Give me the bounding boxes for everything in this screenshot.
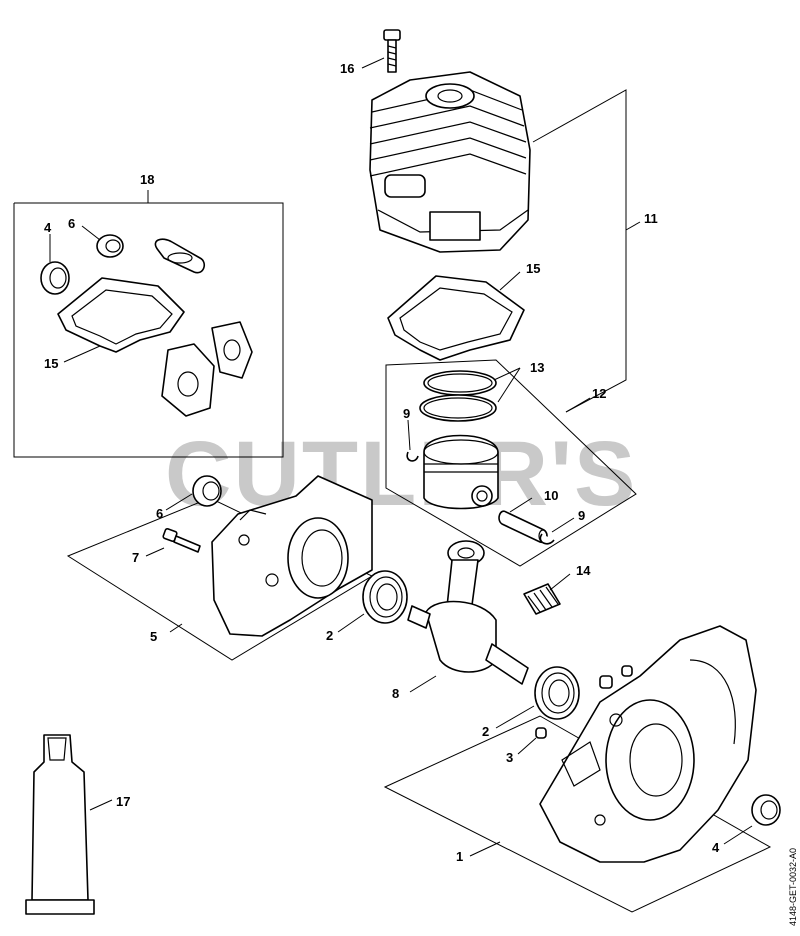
crankcase-screw[interactable] [162,528,201,553]
callout-15-cylinder[interactable]: 15 [526,261,540,276]
callout-16[interactable]: 16 [340,61,354,76]
dowel-sleeves-upper[interactable] [599,665,633,689]
callout-17[interactable]: 17 [116,794,130,809]
kit-muffler-gasket[interactable] [154,238,206,274]
callout-4-kit[interactable]: 4 [44,220,52,235]
piston-pin-circlip-upper[interactable] [406,451,419,462]
callout-7[interactable]: 7 [132,550,139,565]
callout-9-lower[interactable]: 9 [578,508,585,523]
ball-bearing-left[interactable] [362,570,408,624]
leader-lines [49,57,753,857]
callout-9-upper[interactable]: 9 [403,406,410,421]
piston-pin[interactable] [498,510,548,544]
needle-cage[interactable] [523,583,561,615]
piston-pin-circlip-lower[interactable] [539,533,555,545]
callout-10[interactable]: 10 [544,488,558,503]
callout-2-left[interactable]: 2 [326,628,333,643]
grease-tube[interactable] [25,734,95,915]
callout-6-kit[interactable]: 6 [68,216,75,231]
bracket-11 [532,89,641,413]
callout-13[interactable]: 13 [530,360,544,375]
oil-seal[interactable] [192,475,222,507]
callout-11[interactable]: 11 [644,211,658,226]
callout-8[interactable]: 8 [392,686,399,701]
kit-intake-gasket[interactable] [211,321,253,379]
kit-box-18 [13,190,284,458]
crankcase-half-left[interactable] [211,475,373,637]
piston-box-12 [385,359,637,567]
callout-4[interactable]: 4 [712,840,720,855]
cylinder-base-gasket[interactable] [387,275,525,361]
callout-5[interactable]: 5 [150,629,157,644]
piston-rings[interactable] [419,370,497,422]
drawing-code: 4148-GET-0032-A0 [788,848,798,926]
cylinder[interactable] [369,71,531,253]
cylinder-screw[interactable] [383,29,401,73]
callout-12[interactable]: 12 [592,386,606,401]
watermark: CUTLER'S [165,423,637,525]
kit-oil-seal[interactable] [40,261,70,295]
crankcase-half-right[interactable] [539,625,757,863]
callout-18[interactable]: 18 [140,172,154,187]
ball-bearing-right[interactable] [534,666,580,720]
callout-labels: 16 18 11 15 4 6 15 13 12 9 10 9 6 7 14 5… [44,61,720,864]
dowel-sleeve[interactable] [535,727,547,739]
kit-cylinder-gasket[interactable] [57,277,185,353]
callout-15-kit[interactable]: 15 [44,356,58,371]
kit-flange-gasket[interactable] [161,343,215,417]
oil-seal-right[interactable] [751,794,781,826]
crankcase-half-frame-1 [383,715,772,913]
kit-oil-seal-small[interactable] [96,234,124,258]
callout-2-right[interactable]: 2 [482,724,489,739]
callout-14[interactable]: 14 [576,563,591,578]
piston[interactable] [423,434,499,510]
callout-1[interactable]: 1 [456,849,463,864]
callout-3[interactable]: 3 [506,750,513,765]
callout-6[interactable]: 6 [156,506,163,521]
crankshaft[interactable] [407,540,529,685]
